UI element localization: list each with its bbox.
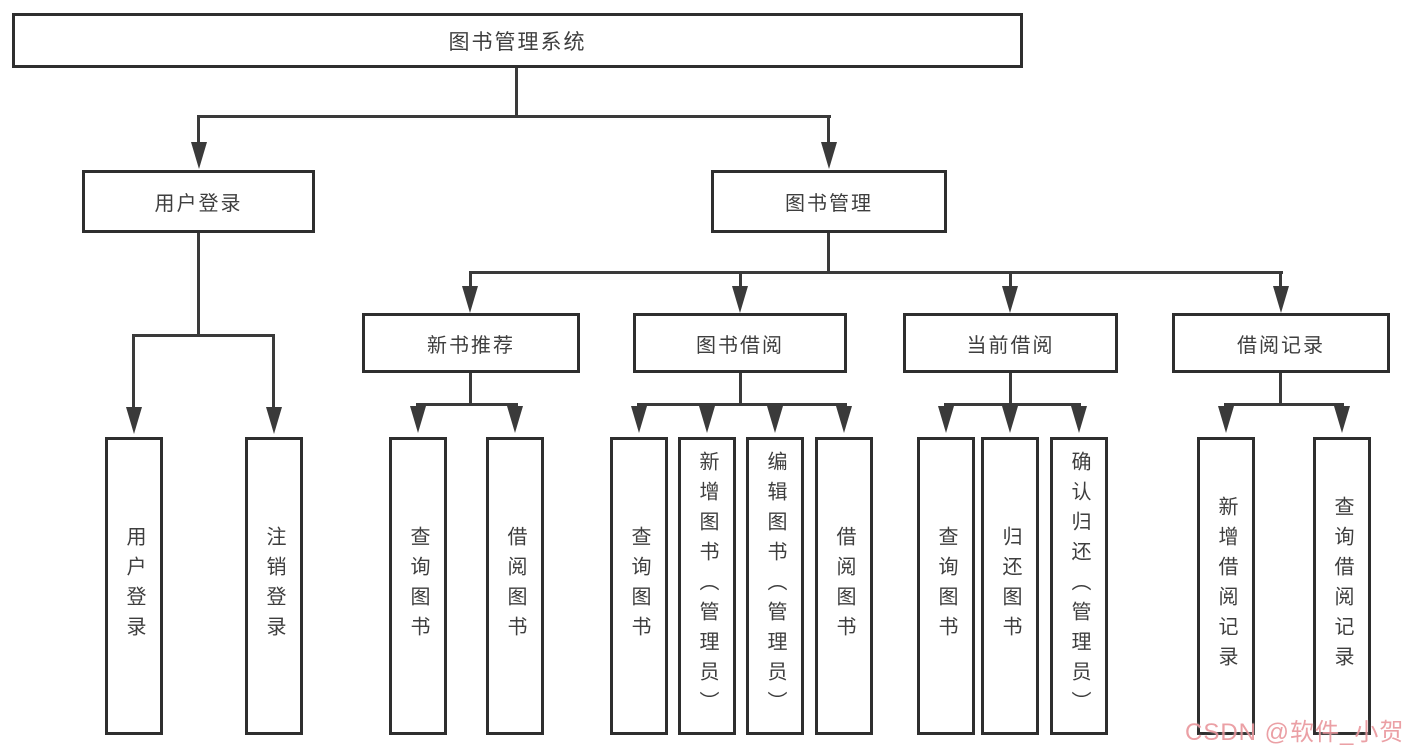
arrow-down-icon: [732, 286, 748, 313]
leaf-label: 查询图书: [935, 526, 957, 646]
connector-line: [132, 334, 135, 410]
connector-line: [944, 403, 1081, 406]
leaf-return-books: 归还图书: [981, 437, 1039, 735]
leaf-add-borrow-record: 新增借阅记录: [1197, 437, 1255, 735]
node-label: 当前借阅: [966, 334, 1055, 357]
arrow-down-icon: [1273, 286, 1289, 313]
connector-line: [132, 334, 275, 337]
leaf-borrow-books: 借阅图书: [815, 437, 873, 735]
arrow-down-icon: [767, 406, 783, 433]
node-label: 用户登录: [154, 193, 243, 215]
leaf-borrow-books-recommend: 借阅图书: [486, 437, 544, 735]
leaf-add-book-admin: 新增图书（管理员）: [678, 437, 736, 735]
node-label: 借阅记录: [1237, 334, 1325, 357]
node-user-login: 用户登录: [82, 170, 315, 233]
leaf-label: 查询图书: [628, 526, 650, 646]
arrow-down-icon: [1002, 406, 1018, 433]
leaf-label: 确认归还（管理员）: [1068, 451, 1090, 721]
node-library-system: 图书管理系统: [12, 13, 1023, 68]
node-label: 图书借阅: [696, 334, 784, 357]
connector-line: [469, 271, 1283, 274]
connector-line: [197, 115, 831, 118]
arrow-down-icon: [1218, 406, 1234, 433]
arrow-down-icon: [410, 406, 426, 433]
leaf-label: 查询图书: [407, 526, 429, 646]
leaf-query-borrow-record: 查询借阅记录: [1313, 437, 1371, 735]
leaf-label: 编辑图书（管理员）: [764, 451, 786, 721]
arrow-down-icon: [1071, 406, 1087, 433]
leaf-label: 新增图书（管理员）: [696, 451, 718, 721]
connector-line: [515, 68, 518, 118]
connector-line: [827, 115, 830, 146]
arrow-down-icon: [699, 406, 715, 433]
node-label: 图书管理系统: [448, 30, 587, 54]
arrow-down-icon: [821, 142, 837, 169]
leaf-label: 新增借阅记录: [1215, 496, 1237, 676]
leaf-label: 归还图书: [999, 526, 1021, 646]
leaf-logout: 注销登录: [245, 437, 303, 735]
node-new-book-recommend: 新书推荐: [362, 313, 580, 373]
connector-line: [1279, 271, 1282, 291]
connector-line: [416, 403, 518, 406]
connector-line: [272, 334, 275, 410]
leaf-edit-book-admin: 编辑图书（管理员）: [746, 437, 804, 735]
connector-line: [1279, 373, 1282, 406]
leaf-query-books-borrow: 查询图书: [610, 437, 668, 735]
leaf-user-login: 用户登录: [105, 437, 163, 735]
connector-line: [197, 233, 200, 337]
connector-line: [637, 403, 847, 406]
connector-line: [1009, 271, 1012, 291]
leaf-label: 用户登录: [123, 526, 145, 646]
arrow-down-icon: [938, 406, 954, 433]
csdn-watermark: CSDN @软件_小贺同学: [1185, 719, 1405, 746]
connector-line: [739, 271, 742, 291]
leaf-query-books-recommend: 查询图书: [389, 437, 447, 735]
arrow-down-icon: [462, 286, 478, 313]
arrow-down-icon: [126, 407, 142, 434]
leaf-label: 借阅图书: [833, 526, 855, 646]
arrow-down-icon: [266, 407, 282, 434]
node-borrow-records: 借阅记录: [1172, 313, 1390, 373]
connector-line: [469, 271, 472, 291]
node-book-management: 图书管理: [711, 170, 947, 233]
connector-line: [1009, 373, 1012, 406]
connector-line: [469, 373, 472, 406]
node-label: 图书管理: [785, 193, 873, 215]
arrow-down-icon: [1334, 406, 1350, 433]
leaf-query-books-current: 查询图书: [917, 437, 975, 735]
arrow-down-icon: [631, 406, 647, 433]
node-book-borrow: 图书借阅: [633, 313, 847, 373]
node-label: 新书推荐: [427, 334, 515, 357]
arrow-down-icon: [507, 406, 523, 433]
node-current-borrow: 当前借阅: [903, 313, 1118, 373]
leaf-label: 注销登录: [263, 526, 285, 646]
connector-line: [1224, 403, 1344, 406]
leaf-confirm-return-admin: 确认归还（管理员）: [1050, 437, 1108, 735]
connector-line: [739, 373, 742, 406]
connector-line: [827, 233, 830, 274]
connector-line: [197, 115, 200, 146]
leaf-label: 查询借阅记录: [1331, 496, 1353, 676]
arrow-down-icon: [836, 406, 852, 433]
arrow-down-icon: [191, 142, 207, 169]
leaf-label: 借阅图书: [504, 526, 526, 646]
arrow-down-icon: [1002, 286, 1018, 313]
